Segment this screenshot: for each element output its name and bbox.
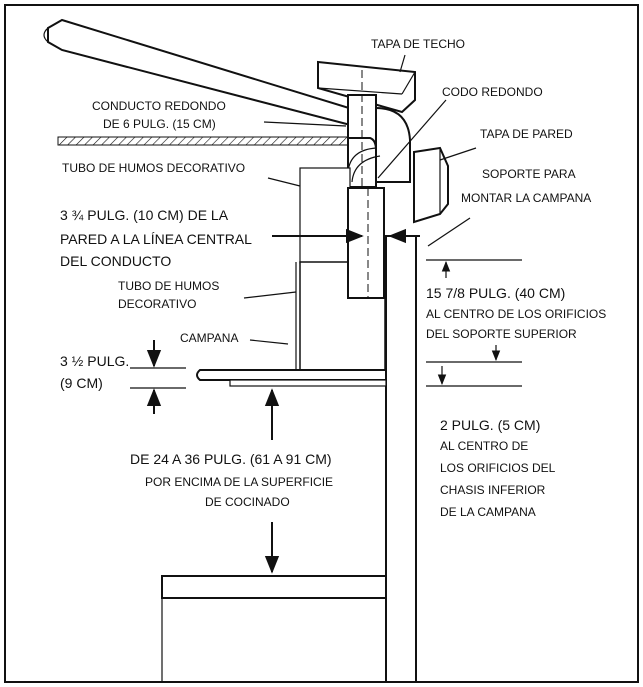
label-roof-cap: TAPA DE TECHO bbox=[371, 37, 465, 51]
label-decorative-flue-top: TUBO DE HUMOS DECORATIVO bbox=[62, 161, 245, 175]
label-cook-height-line1: DE 24 A 36 PULG. (61 A 91 CM) bbox=[130, 451, 332, 467]
roof-end bbox=[43, 27, 49, 43]
label-bracket-height-line3: DEL SOPORTE SUPERIOR bbox=[426, 327, 577, 341]
label-mount-bracket-line1: SOPORTE PARA bbox=[482, 167, 576, 181]
label-chassis-line3: LOS ORIFICIOS DEL bbox=[440, 461, 556, 475]
hood-canopy bbox=[196, 369, 387, 381]
label-chassis-line2: AL CENTRO DE bbox=[440, 439, 528, 453]
label-hood: CAMPANA bbox=[180, 331, 238, 345]
label-hood-thickness-line2: (9 CM) bbox=[60, 375, 103, 391]
label-chassis-line1: 2 PULG. (5 CM) bbox=[440, 417, 540, 433]
label-round-elbow: CODO REDONDO bbox=[442, 85, 543, 99]
diagram-frame bbox=[4, 4, 639, 683]
label-round-duct-line2: DE 6 PULG. (15 CM) bbox=[103, 117, 216, 131]
ceiling bbox=[57, 136, 349, 146]
label-round-duct-line1: CONDUCTO REDONDO bbox=[92, 99, 226, 113]
label-wall-cap: TAPA DE PARED bbox=[480, 127, 573, 141]
label-center-distance-line1: 3 ¾ PULG. (10 CM) DE LA bbox=[60, 207, 229, 223]
hood-lower-edge bbox=[229, 379, 387, 387]
label-decorative-flue-line1: TUBO DE HUMOS bbox=[118, 279, 219, 293]
label-hood-thickness-line1: 3 ½ PULG. bbox=[60, 353, 129, 369]
label-cook-height-line2: POR ENCIMA DE LA SUPERFICIE bbox=[145, 475, 333, 489]
label-center-distance-line2: PARED A LA LÍNEA CENTRAL bbox=[60, 231, 252, 247]
label-bracket-height-line1: 15 7/8 PULG. (40 CM) bbox=[426, 285, 565, 301]
label-decorative-flue-line2: DECORATIVO bbox=[118, 297, 196, 311]
label-chassis-line5: DE LA CAMPANA bbox=[440, 505, 536, 519]
round-elbow bbox=[347, 107, 411, 188]
duct-vertical bbox=[347, 187, 385, 299]
countertop bbox=[161, 575, 387, 599]
decorative-flue-upper bbox=[299, 167, 351, 264]
label-bracket-height-line2: AL CENTRO DE LOS ORIFICIOS bbox=[426, 307, 606, 321]
label-center-distance-line3: DEL CONDUCTO bbox=[60, 253, 171, 269]
wall bbox=[385, 235, 417, 683]
label-cook-height-line3: DE COCINADO bbox=[205, 495, 290, 509]
label-mount-bracket-line2: MONTAR LA CAMPANA bbox=[461, 191, 591, 205]
label-chassis-line4: CHASIS INFERIOR bbox=[440, 483, 546, 497]
roof-cap bbox=[317, 60, 416, 114]
